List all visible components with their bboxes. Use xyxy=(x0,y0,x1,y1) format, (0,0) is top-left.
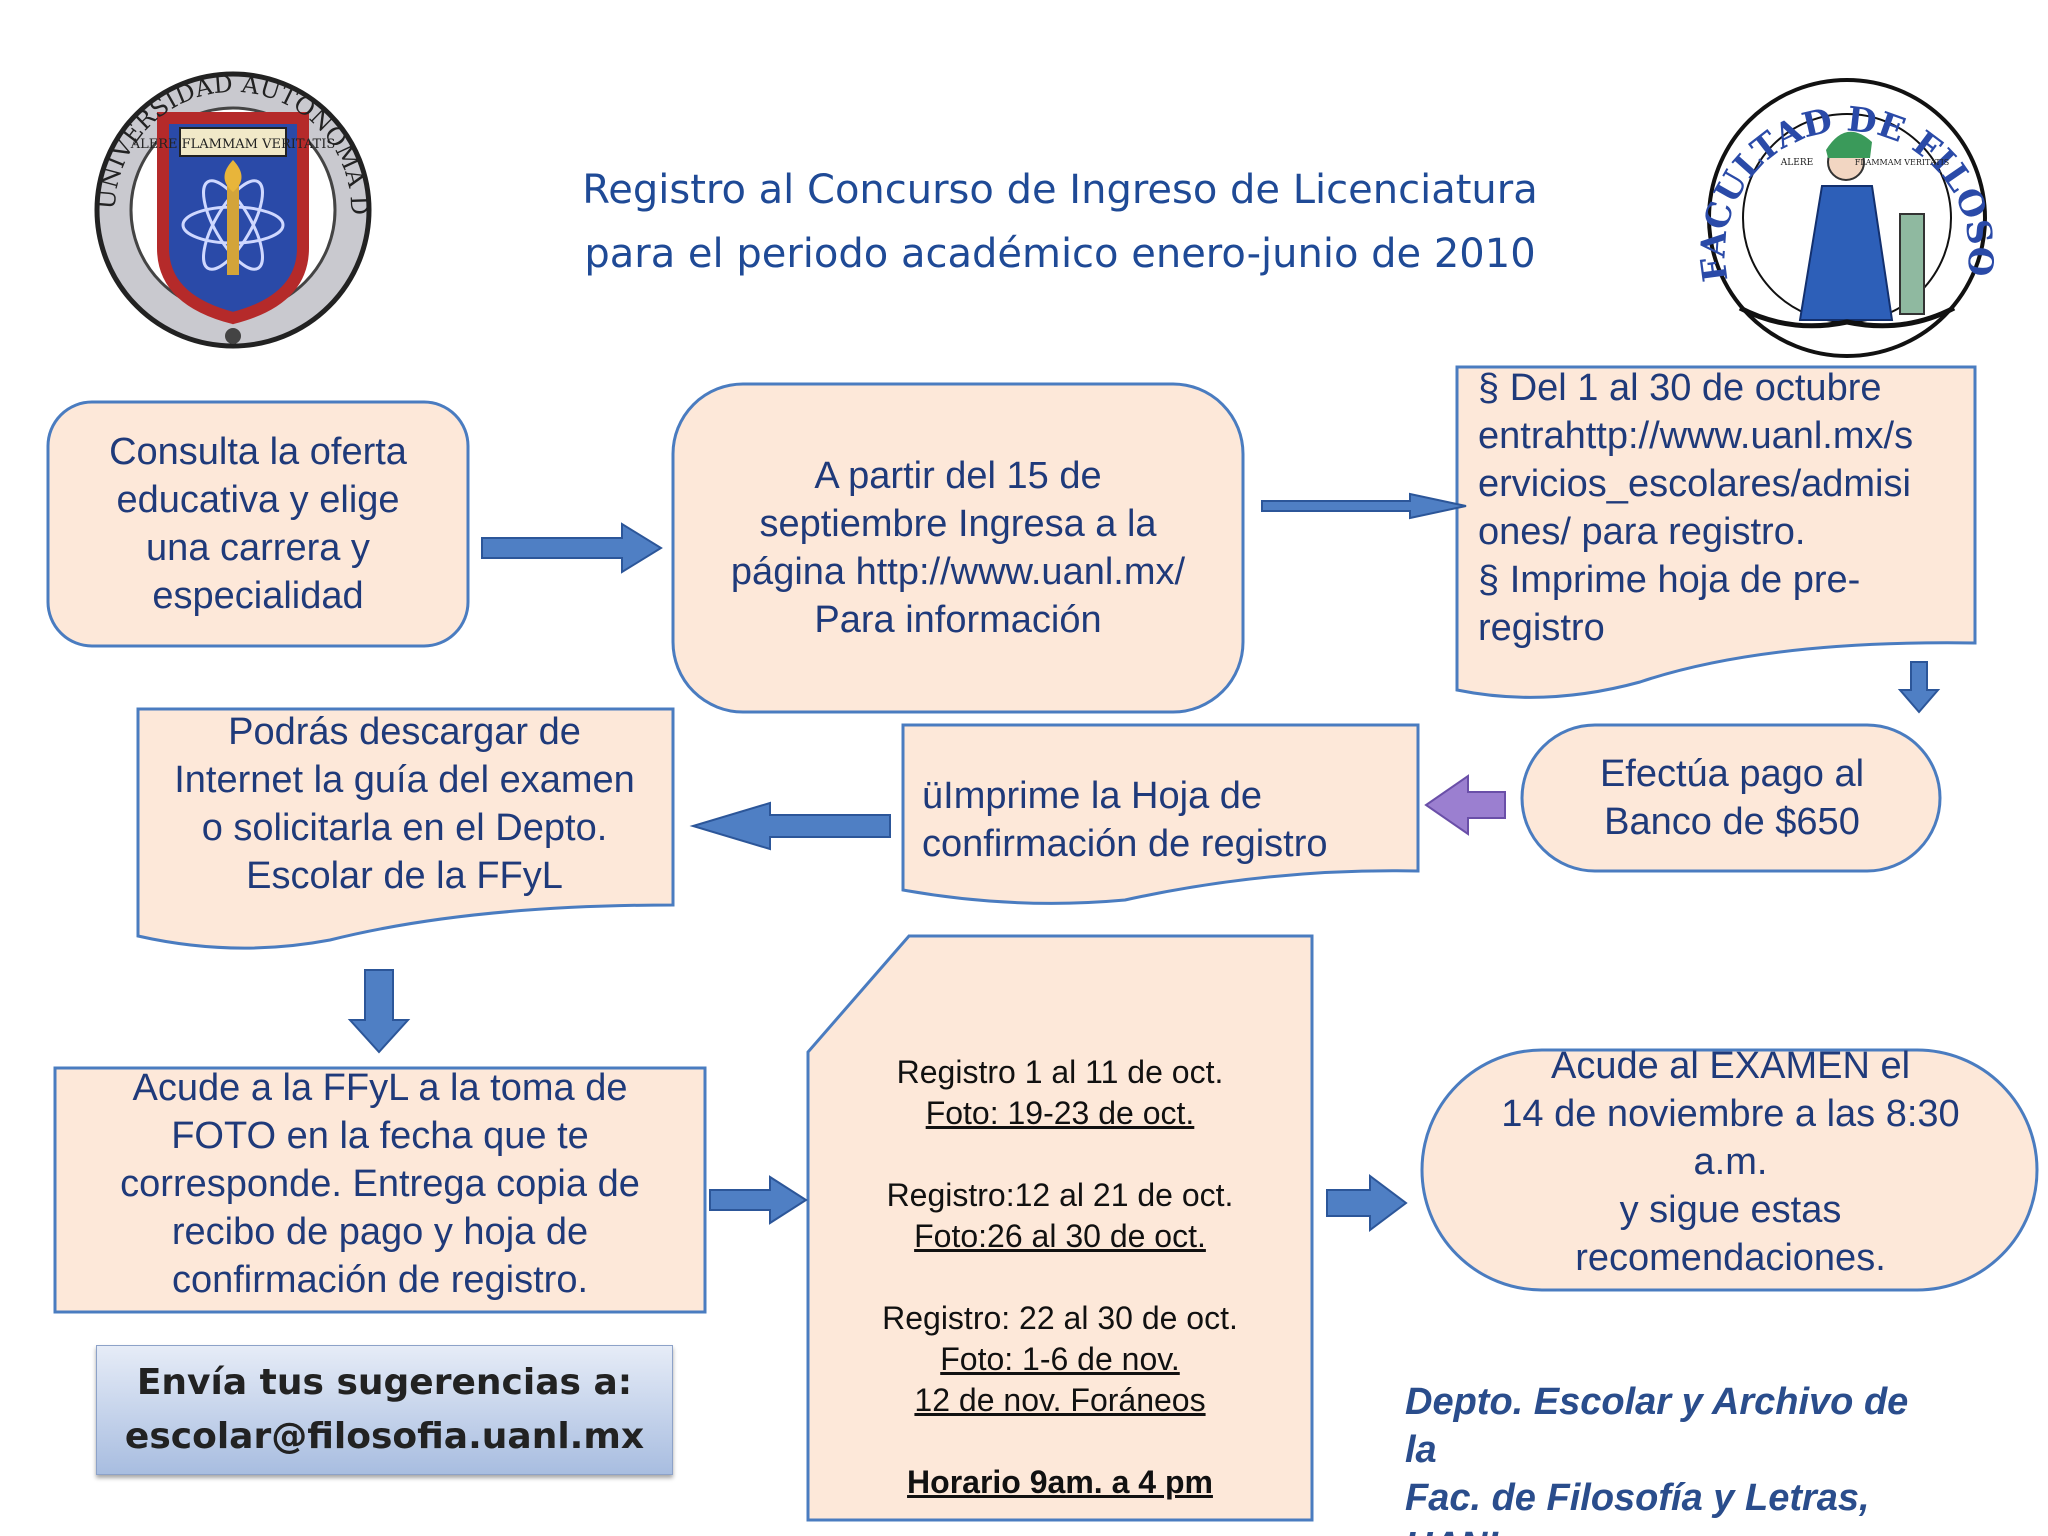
arrow-left-purple xyxy=(1424,774,1506,836)
step-partir-box xyxy=(671,382,1245,714)
step-consulta-text: Consulta la oferta educativa y elige una… xyxy=(109,431,407,617)
schedule-text: Registro 1 al 11 de oct. Foto: 19-23 de … xyxy=(815,1052,1305,1503)
schedule-spacer-1 xyxy=(815,1134,1305,1175)
title-line-1: Registro al Concurso de Ingreso de Licen… xyxy=(582,167,1538,213)
step-examen-text: Acude al EXAMEN el 14 de noviembre a las… xyxy=(1501,1045,1960,1279)
step-consulta-box xyxy=(46,400,470,648)
schedule-spacer-3 xyxy=(815,1421,1305,1462)
arrow-down-1 xyxy=(1897,661,1941,714)
step-foto-box xyxy=(53,1066,707,1314)
schedule-horario: Horario 9am. a 4 pm xyxy=(907,1464,1213,1500)
title-line-2: para el periodo académico enero-junio de… xyxy=(584,231,1536,277)
suggestions-email[interactable]: escolar@filosofia.uanl.mx xyxy=(124,1416,645,1457)
arrow-right-3 xyxy=(709,1175,808,1225)
ffyl-motto-left: ALERE xyxy=(1780,158,1813,168)
arrow-down-2 xyxy=(347,969,411,1054)
schedule-registro-3: Registro: 22 al 30 de oct. xyxy=(882,1300,1238,1336)
page-title: Registro al Concurso de Ingreso de Licen… xyxy=(430,158,1690,286)
schedule-foto-1: Foto: 19-23 de oct. xyxy=(925,1095,1195,1131)
uanl-banner-text: ALERE FLAMMAM VERITATIS xyxy=(130,137,336,152)
step-octubre-text: § Del 1 al 30 de octubre entrahttp://www… xyxy=(1478,367,1914,649)
schedule-spacer-2 xyxy=(815,1257,1305,1298)
step-examen-box xyxy=(1420,1048,2039,1292)
arrow-right-2 xyxy=(1261,492,1467,520)
schedule-registro-2: Registro:12 al 21 de oct. xyxy=(886,1177,1234,1213)
arrow-right-1 xyxy=(481,522,663,574)
step-guia-box xyxy=(136,707,675,950)
ffyl-motto-right: FLAMMAM VERITATIS xyxy=(1855,158,1950,167)
arrow-right-4 xyxy=(1326,1174,1408,1232)
step-foto-text: Acude a la FFyL a la toma de FOTO en la … xyxy=(120,1067,640,1301)
step-confirmacion-box xyxy=(901,723,1420,905)
schedule-foraneos: 12 de nov. Foráneos xyxy=(914,1382,1206,1418)
step-guia-text: Podrás descargar de Internet la guía del… xyxy=(174,711,635,897)
step-pago-text: Efectúa pago al Banco de $650 xyxy=(1599,753,1865,843)
schedule-registro-1: Registro 1 al 11 de oct. xyxy=(896,1054,1224,1090)
schedule-foto-2: Foto:26 al 30 de oct. xyxy=(914,1218,1206,1254)
uanl-seal-icon: UNIVERSIDAD AUTONOMA DE NUEVO LEON ALERE… xyxy=(0,0,373,349)
arrow-left-1 xyxy=(689,801,891,851)
schedule-foto-3: Foto: 1-6 de nov. xyxy=(940,1341,1180,1377)
step-confirmacion-text: üImprime la Hoja de confirmación de regi… xyxy=(922,775,1328,865)
step-octubre-box xyxy=(1455,365,1977,699)
suggestions-label: Envía tus sugerencias a: xyxy=(136,1362,633,1403)
step-pago-box xyxy=(1520,723,1942,873)
schedule-box xyxy=(806,934,1314,1522)
suggestions-banner: Envía tus sugerencias a: escolar@filosof… xyxy=(96,1345,673,1475)
footer-department: Depto. Escolar y Archivo de la Fac. de F… xyxy=(1405,1381,1909,1536)
step-partir-text: A partir del 15 de septiembre Ingresa a … xyxy=(730,455,1186,641)
